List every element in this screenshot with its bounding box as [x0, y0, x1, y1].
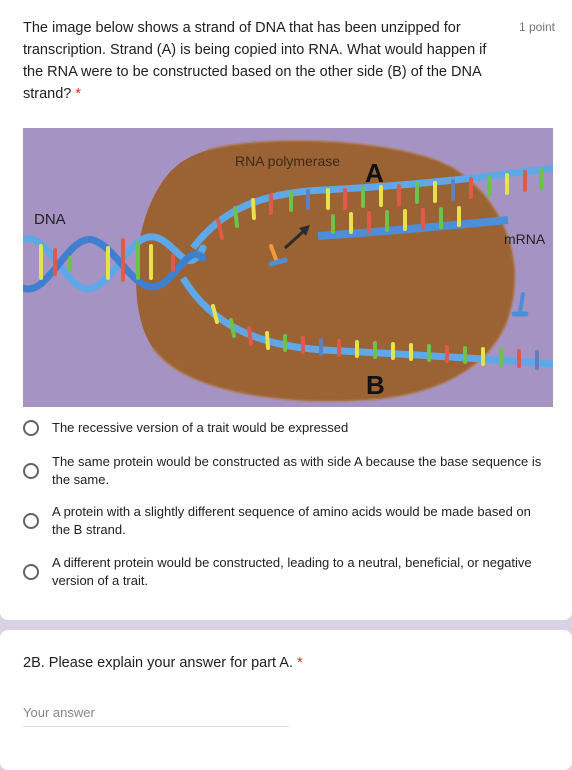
free-nucleotide [511, 292, 529, 317]
option-label: The same protein would be constructed as… [52, 454, 542, 487]
question-2-text: 2B. Please explain your answer for part … [23, 655, 294, 671]
strand-a-label: A [365, 158, 384, 188]
rna-polymerase-blob [136, 140, 515, 401]
question-card-2: 2B. Please explain your answer for part … [0, 630, 572, 770]
required-asterisk: * [75, 86, 82, 102]
rna-polymerase-label: RNA polymerase [235, 153, 340, 169]
required-asterisk: * [297, 655, 303, 671]
mrna-strand [317, 216, 509, 240]
strand-b-label: B [366, 370, 385, 400]
question-card-1: The image below shows a strand of DNA th… [0, 0, 572, 620]
option-4[interactable]: A different protein would be constructed… [23, 554, 548, 590]
free-nucleotide [268, 244, 288, 267]
direction-arrow [283, 225, 310, 250]
option-3[interactable]: A protein with a slightly different sequ… [23, 503, 548, 539]
option-label: A different protein would be constructed… [52, 555, 532, 588]
mrna-label: mRNA [504, 231, 546, 247]
option-2[interactable]: The same protein would be constructed as… [23, 453, 548, 489]
radio-button[interactable] [23, 564, 39, 580]
answer-input[interactable] [23, 703, 289, 727]
option-label: The recessive version of a trait would b… [52, 420, 349, 435]
dna-helix [23, 233, 207, 293]
option-label: A protein with a slightly different sequ… [52, 504, 531, 537]
dna-transcription-figure: RNA polymerase A B DNA mRNA [23, 128, 553, 407]
question-2-title: 2B. Please explain your answer for part … [23, 655, 303, 671]
option-1[interactable]: The recessive version of a trait would b… [23, 419, 548, 437]
radio-button[interactable] [23, 513, 39, 529]
radio-button[interactable] [23, 420, 39, 436]
question-title: The image below shows a strand of DNA th… [23, 17, 498, 105]
strand-b [179, 276, 553, 368]
dna-label: DNA [34, 211, 66, 228]
strand-a [190, 164, 553, 251]
radio-button[interactable] [23, 463, 39, 479]
question-text: The image below shows a strand of DNA th… [23, 20, 487, 102]
points-label: 1 point [518, 20, 555, 34]
